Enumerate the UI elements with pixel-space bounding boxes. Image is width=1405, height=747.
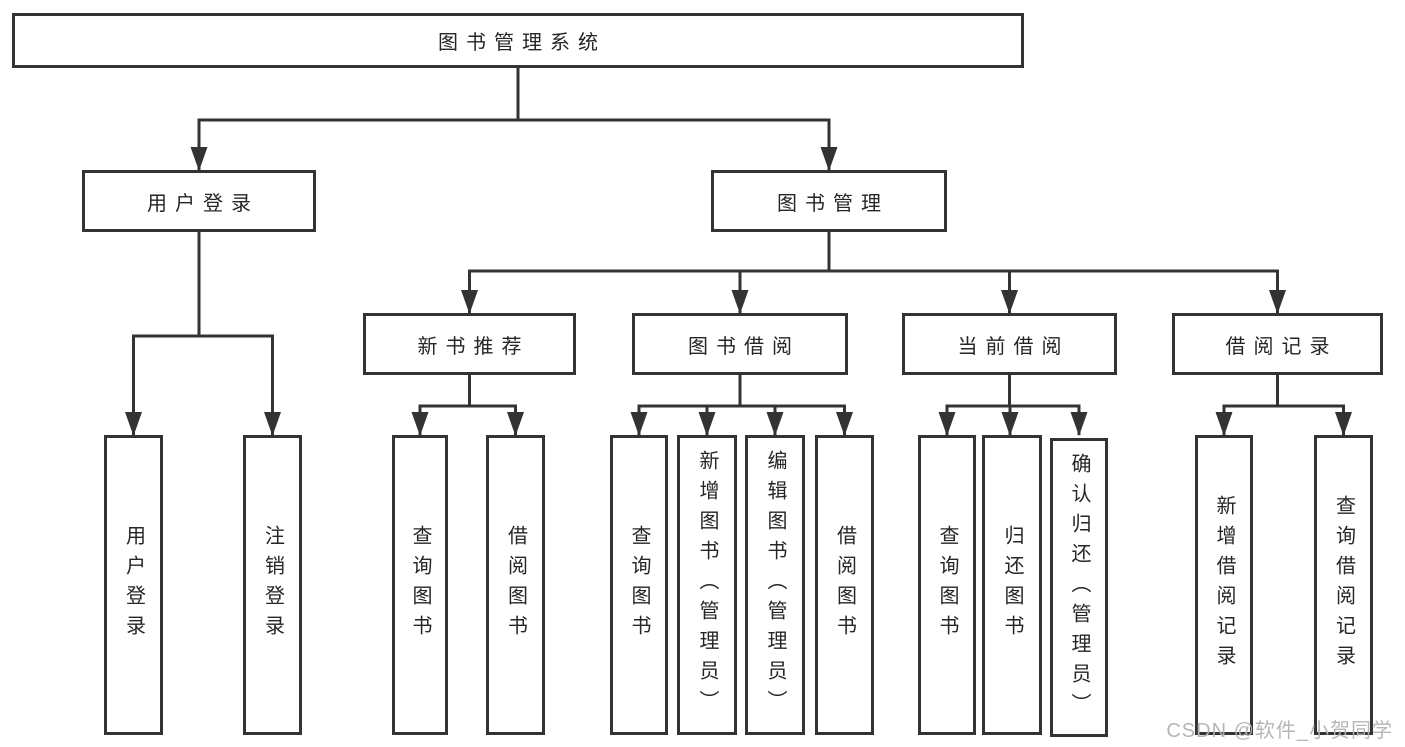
leaf-query-borrow-record-label: 查询借阅记录: [1332, 495, 1355, 675]
leaf-query-book-borrow: 查询图书: [610, 435, 668, 735]
leaf-query-book-recommend: 查询图书: [392, 435, 448, 735]
leaf-confirm-return-admin-label: 确认归还（管理员）: [1068, 452, 1090, 723]
node-book-management: 图书管理: [711, 170, 947, 232]
leaf-query-book-recommend-label: 查询图书: [409, 525, 431, 645]
leaf-add-borrow-record-label: 新增借阅记录: [1213, 495, 1235, 675]
node-root-system-label: 图书管理系统: [438, 32, 606, 54]
node-borrow-record: 借阅记录: [1172, 313, 1383, 375]
leaf-query-book-current: 查询图书: [918, 435, 976, 735]
csdn-watermark: CSDN @软件_小贺同学: [1166, 720, 1393, 742]
leaf-confirm-return-admin: 确认归还（管理员）: [1050, 438, 1108, 737]
leaf-return-book: 归还图书: [982, 435, 1042, 735]
node-new-book-recommend: 新书推荐: [363, 313, 576, 375]
node-user-login-label: 用户登录: [147, 192, 259, 215]
leaf-borrow-book-label: 借阅图书: [833, 525, 856, 645]
leaf-add-borrow-record: 新增借阅记录: [1195, 435, 1253, 735]
node-current-borrow: 当前借阅: [902, 313, 1117, 375]
leaf-logout-label: 注销登录: [261, 525, 284, 645]
node-book-borrow: 图书借阅: [632, 313, 848, 375]
leaf-query-book-borrow-label: 查询图书: [628, 525, 650, 645]
node-current-borrow-label: 当前借阅: [957, 335, 1070, 358]
leaf-add-book-admin-label: 新增图书（管理员）: [696, 450, 718, 720]
node-book-borrow-label: 图书借阅: [688, 335, 800, 358]
node-new-book-recommend-label: 新书推荐: [417, 335, 530, 358]
leaf-borrow-book: 借阅图书: [815, 435, 874, 735]
leaf-return-book-label: 归还图书: [1001, 525, 1023, 645]
node-borrow-record-label: 借阅记录: [1225, 335, 1338, 358]
node-book-management-label: 图书管理: [777, 192, 889, 215]
leaf-add-book-admin: 新增图书（管理员）: [677, 435, 737, 735]
node-root-system: 图书管理系统: [12, 13, 1024, 68]
leaf-user-login: 用户登录: [104, 435, 163, 735]
leaf-logout: 注销登录: [243, 435, 302, 735]
node-user-login: 用户登录: [82, 170, 316, 232]
leaf-edit-book-admin-label: 编辑图书（管理员）: [764, 450, 786, 720]
leaf-edit-book-admin: 编辑图书（管理员）: [745, 435, 805, 735]
leaf-query-borrow-record: 查询借阅记录: [1314, 435, 1373, 735]
leaf-borrow-book-recommend-label: 借阅图书: [504, 525, 527, 645]
leaf-borrow-book-recommend: 借阅图书: [486, 435, 545, 735]
leaf-query-book-current-label: 查询图书: [936, 525, 958, 645]
leaf-user-login-label: 用户登录: [122, 525, 145, 645]
